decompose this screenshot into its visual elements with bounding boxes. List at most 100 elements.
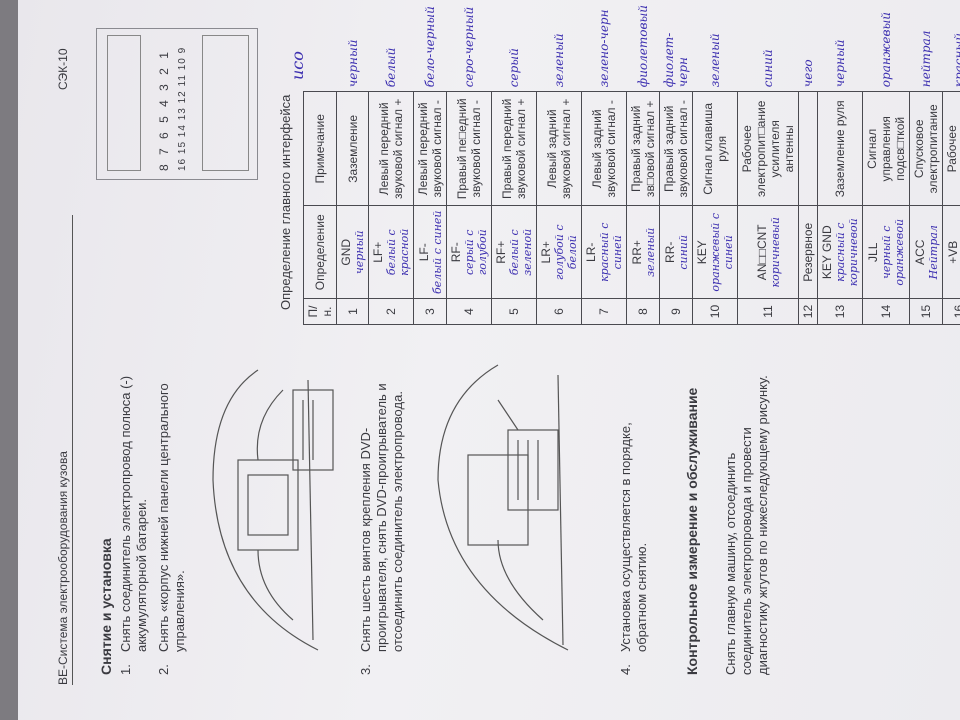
pin-definition-text: RF- — [449, 242, 463, 263]
pin-definition-text: LF- — [416, 243, 431, 262]
table-title: Определение главного интерфейса — [278, 94, 293, 310]
dashboard-illustration-2 — [437, 364, 569, 651]
handwritten-note: зеленый — [708, 33, 722, 88]
pin-label: 15 — [177, 140, 188, 155]
pin-note: Правый задний зв□овой сигнал + — [626, 91, 660, 206]
handwritten-wire-color: черный — [353, 230, 366, 275]
handwritten-note: синий — [761, 49, 775, 88]
step-3-text: Снять шесть винтов крепления DVD-проигры… — [358, 383, 405, 652]
col-header-number: П/н. — [303, 298, 337, 325]
handwritten-note: нейтрал — [919, 30, 933, 88]
pin-label: 12 — [177, 90, 188, 104]
pin-label: 1 — [157, 49, 171, 59]
pin-number: 6 — [536, 298, 582, 325]
pin-definition-text: +VB — [945, 240, 960, 264]
pin-label: 4 — [157, 97, 171, 107]
col-header-note: Примечание — [303, 91, 337, 206]
handwritten-wire-color: белый с зеленой — [508, 228, 534, 276]
handwritten-wire-color: оранжевый с синей — [709, 212, 735, 292]
pin-note: Правый задний звуковой сигнал - — [659, 91, 693, 206]
pin-note — [798, 91, 818, 206]
handwritten-note: фиолетовый — [636, 5, 650, 88]
pin-definition-text: RR+ — [629, 240, 644, 265]
pin-definition: RF-серый с голубой — [446, 205, 492, 299]
handwritten-wire-color: зеленый — [643, 227, 657, 277]
table-header-row: П/н. Определение Примечание — [303, 1, 337, 325]
handwritten-note: зелено-черн — [597, 9, 611, 88]
handwritten-wire-color: голубой с белой — [553, 224, 579, 281]
pin-number: 13 — [817, 298, 863, 325]
pin-definition-text: Резервное — [801, 222, 815, 282]
handwritten-wire-color: серый с голубой — [463, 229, 489, 276]
step-2-num: 2. — [156, 664, 171, 675]
pin-number: 15 — [909, 298, 943, 325]
pin-note: Левый задний звуковой сигнал - — [581, 91, 627, 206]
pin-number: 4 — [446, 298, 492, 325]
pin-note: Заземление — [336, 91, 369, 206]
pin-definition: RF+белый с зеленой — [491, 205, 537, 299]
handwritten-note: фиолет-черн — [662, 32, 690, 88]
connector-diagram: 8 7 6 5 4 3 2 1 16 15 14 13 12 11 10 9 — [96, 28, 258, 180]
connector-body — [202, 35, 249, 171]
pin-note: Спусковое электропитание — [909, 91, 943, 206]
handwritten-note: оранжевый — [879, 12, 893, 88]
control-title: Контрольное измерение и обслуживание — [684, 387, 700, 675]
pin-definition-text: AN□□CNT — [754, 224, 769, 281]
pin-definition-text: GND — [339, 238, 353, 266]
handwritten-note: красный — [952, 33, 960, 88]
handwritten-note: серо-черный — [462, 6, 476, 88]
pin-number: 16 — [942, 298, 960, 325]
step-2-text: Снять «корпус нижней панели центрального… — [156, 383, 187, 652]
pin-label: 6 — [157, 129, 171, 139]
pin-definition: LF-белый с синей — [413, 205, 447, 299]
pin-definition-text: KEY — [695, 240, 709, 265]
pin-label: 14 — [177, 124, 188, 138]
page-header-left: BE-Система электрооборудования кузова — [56, 215, 73, 685]
step-1-num: 1. — [118, 664, 133, 675]
handwritten-wire-color: черный с оранжевой — [880, 218, 906, 286]
pin-note: Сигнал клавиша руля — [692, 91, 738, 206]
pin-label: 9 — [177, 46, 188, 54]
handwritten-note: черный — [833, 39, 847, 88]
pin-number: 12 — [798, 298, 818, 325]
pin-definition: +VBкрасный — [942, 205, 960, 299]
handwritten-note: бело-черный — [423, 6, 437, 88]
step-4-num: 4. — [618, 664, 633, 675]
pin-note: Рабочее электропитание — [942, 91, 960, 206]
pin-definition: LR-красный с синей — [581, 205, 627, 299]
pin-definition-text: LR- — [584, 242, 598, 262]
rotated-page: BE-Система электрооборудования кузова СЭ… — [18, 0, 960, 720]
handwritten-note: черный — [345, 39, 360, 88]
pin-note: Левый задний звуковой сигнал + — [536, 91, 582, 206]
pin-definition-text: RR- — [662, 241, 677, 263]
handwritten-note: белый — [384, 47, 398, 88]
connector-row-2: 16 15 14 13 12 11 10 9 — [177, 47, 188, 171]
pin-number: 5 — [491, 298, 537, 325]
pin-definition-text: LF+ — [371, 241, 385, 263]
pin-note: Заземление руля — [817, 91, 863, 206]
handwritten-wire-color: белый с красной — [385, 228, 411, 276]
pin-definition: LR+голубой с белой — [536, 205, 582, 299]
pin-note: Сигнал управления подсв□ткой — [862, 91, 910, 206]
pin-definition-text: LR+ — [539, 241, 553, 264]
pin-number: 3 — [413, 298, 447, 325]
dashboard-illustration-1 — [212, 369, 334, 651]
removal-title: Снятие и установка — [98, 538, 114, 675]
document-photo: BE-Система электрооборудования кузова СЭ… — [18, 0, 960, 720]
table-row: 16+VBкрасныйРабочее электропитание красны… — [942, 1, 960, 325]
pin-definition-text: KEY GND — [820, 225, 834, 280]
connector-row-1: 8 7 6 5 4 3 2 1 — [157, 49, 171, 171]
